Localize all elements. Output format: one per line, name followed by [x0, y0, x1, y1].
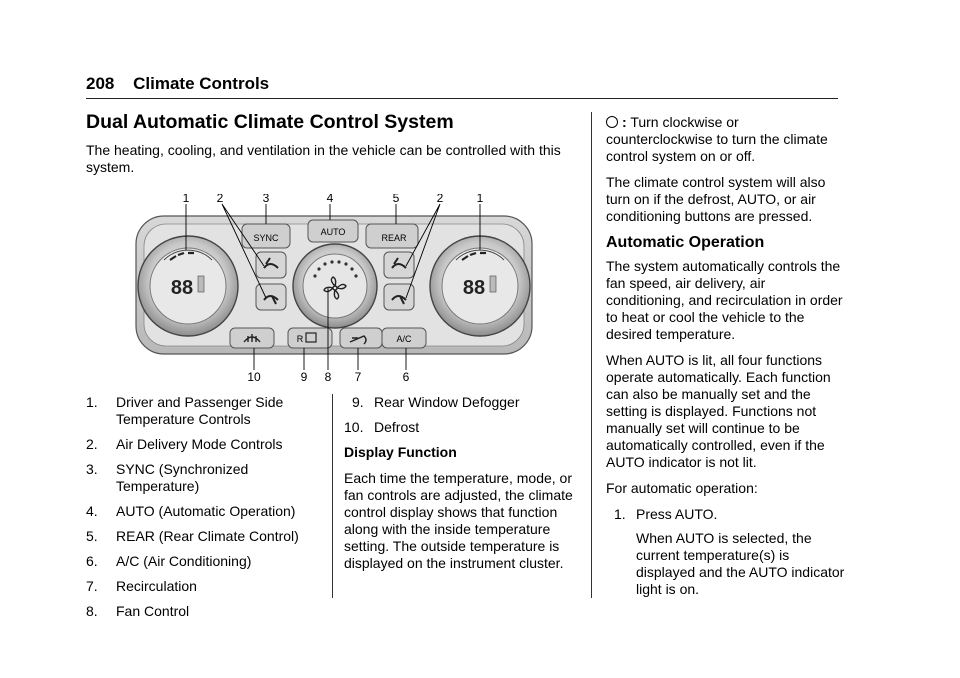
- legend-item: 5.REAR (Rear Climate Control): [86, 528, 299, 544]
- floor-vent-icon: [391, 295, 407, 305]
- callout-leaders: [185, 203, 481, 370]
- sync-button-label: SYNC: [253, 233, 279, 243]
- column-divider: [332, 394, 333, 598]
- legend-column-1: 1.Driver and Passenger Side Temperature …: [86, 394, 322, 628]
- column-divider: [591, 112, 592, 598]
- heat-level-indicator: [169, 251, 194, 261]
- rear-button: [365, 223, 419, 249]
- rear-button-label: REAR: [381, 233, 407, 243]
- floor-vent-icon: [263, 295, 279, 305]
- section-title: Climate Controls: [133, 74, 270, 93]
- rear-defog-icon: [305, 332, 317, 343]
- callout-10: 10: [247, 370, 261, 384]
- callout-9: 9: [301, 370, 308, 384]
- intro-paragraph: The heating, cooling, and ventilation in…: [86, 142, 561, 175]
- callout-7: 7: [355, 370, 362, 384]
- legend-item: 4.AUTO (Automatic Operation): [86, 503, 296, 519]
- ac-button-label: A/C: [396, 334, 412, 344]
- display-function-heading: Display Function: [344, 444, 457, 460]
- fan-icon: [323, 276, 347, 300]
- auto-button-label: AUTO: [321, 227, 346, 237]
- header-rule: [86, 98, 838, 99]
- legend-column-2: 9.Rear Window Defogger 10.Defrost Displa…: [344, 394, 584, 581]
- callout-6: 6: [403, 370, 410, 384]
- automatic-p1: The system automatically controls the fa…: [606, 258, 843, 342]
- power-knob-icon: [606, 116, 618, 128]
- callout-2-left: 2: [217, 194, 224, 205]
- rear-defog-label: R: [297, 334, 304, 344]
- rear-defog-button: [287, 327, 333, 349]
- legend-item: 3.SYNC (Synchronized Temperature): [86, 461, 249, 494]
- vent-icon: [391, 257, 407, 269]
- callout-8: 8: [325, 370, 332, 384]
- legend-item: 6.A/C (Air Conditioning): [86, 553, 252, 569]
- vent-icon: [263, 257, 279, 269]
- page-number: 208: [86, 74, 115, 93]
- driver-temp-display: 88: [171, 277, 193, 299]
- automatic-p2: When AUTO is lit, all four functions ope…: [606, 352, 831, 470]
- automatic-operation-heading: Automatic Operation: [606, 234, 765, 251]
- recirculation-icon: [349, 335, 367, 345]
- right-column: : Turn clockwise or counterclockwise to …: [606, 114, 846, 598]
- power-note: The climate control system will also tur…: [606, 174, 826, 224]
- automatic-p3: For automatic operation:: [606, 480, 758, 496]
- legend-item: 10.Defrost: [344, 419, 420, 435]
- callout-5: 5: [393, 194, 400, 205]
- legend-item: 7.Recirculation: [86, 578, 197, 594]
- callout-3: 3: [263, 194, 270, 205]
- callout-2-right: 2: [437, 194, 444, 205]
- page-header: 208 Climate Controls: [86, 74, 269, 94]
- display-function-body: Each time the temperature, mode, or fan …: [344, 470, 573, 571]
- heat-level-indicator: [461, 251, 486, 261]
- climate-control-panel-figure: SYNC AUTO REAR 88 88 R A/C: [135, 194, 533, 384]
- legend-item: 8.Fan Control: [86, 603, 190, 619]
- power-knob-description: : Turn clockwise or counterclockwise to …: [606, 114, 828, 164]
- step-detail: When AUTO is selected, the current tempe…: [636, 530, 845, 597]
- fan-level-dots: [313, 260, 358, 278]
- callout-1-left: 1: [183, 194, 190, 205]
- legend-item: 9.Rear Window Defogger: [352, 394, 520, 410]
- callout-4: 4: [327, 194, 334, 205]
- step-item: 1. Press AUTO.: [614, 506, 718, 522]
- ac-button: [381, 327, 427, 349]
- passenger-temp-display: 88: [463, 277, 485, 299]
- legend-item: 2.Air Delivery Mode Controls: [86, 436, 283, 452]
- callout-1-right: 1: [477, 194, 484, 205]
- page-title: Dual Automatic Climate Control System: [86, 111, 454, 133]
- defrost-icon: [243, 334, 261, 343]
- legend-item: 1.Driver and Passenger Side Temperature …: [86, 394, 284, 427]
- auto-button: [307, 219, 359, 243]
